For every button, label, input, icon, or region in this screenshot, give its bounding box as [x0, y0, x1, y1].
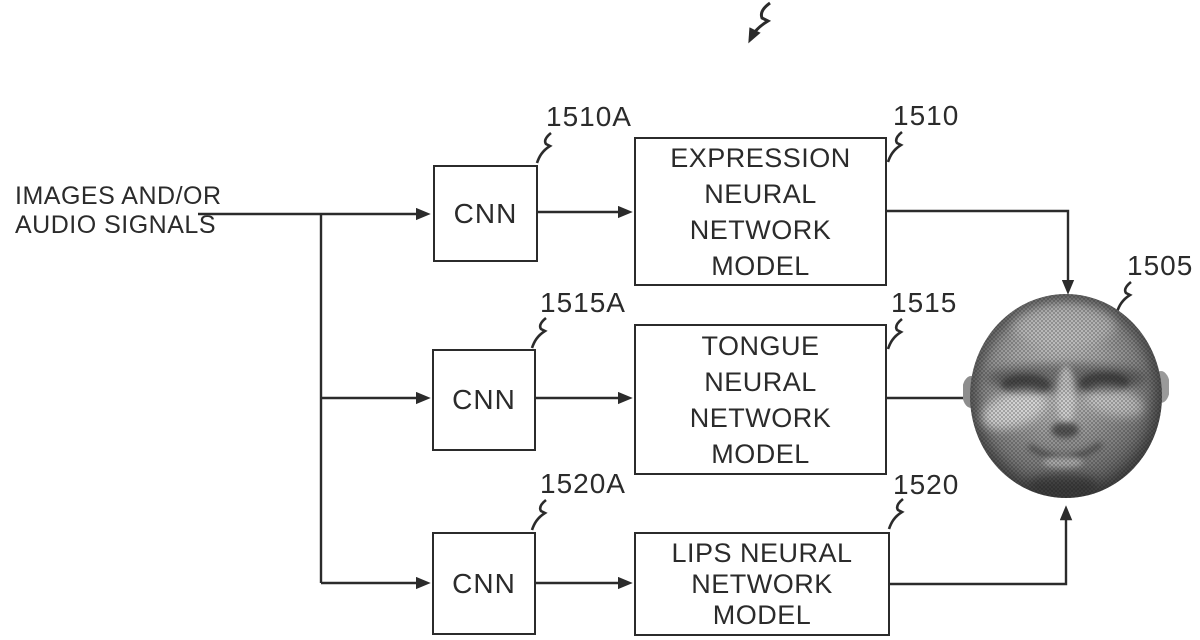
ref-label-1520: 1520 [893, 469, 960, 500]
ref-label-1505: 1505 [1127, 250, 1194, 281]
leader-bolt-1520-icon [887, 497, 905, 531]
cnn-box-label: CNN [452, 567, 516, 599]
face-head [970, 294, 1162, 498]
leader-bolt-1510a-icon [535, 131, 553, 165]
input-source-label: IMAGES AND/OR AUDIO SIGNALS [15, 182, 222, 240]
ref-label-1510: 1510 [893, 100, 960, 131]
cnn-box-label: CNN [453, 197, 518, 229]
cnn-box-expression-branch: CNN [433, 165, 538, 262]
model-box-line: LIPS NEURAL [671, 537, 853, 568]
input-source-line1: IMAGES AND/OR [15, 182, 222, 210]
model-box-line: NETWORK [689, 214, 832, 245]
model-box-line: MODEL [711, 250, 810, 281]
leader-bolt-1515a-icon [530, 316, 548, 350]
model-box-line: NETWORK [691, 568, 833, 599]
input-source-line2: AUDIO SIGNALS [15, 211, 216, 239]
lips-model-box: LIPS NEURAL NETWORK MODEL [634, 532, 890, 636]
model-box-line: MODEL [711, 438, 810, 469]
tongue-model-box: TONGUE NEURAL NETWORK MODEL [634, 324, 887, 475]
ref-label-1510a: 1510A [546, 101, 632, 132]
model-box-line: NETWORK [689, 402, 832, 433]
model-box-line: NEURAL [704, 366, 817, 397]
model-box-line: MODEL [712, 599, 812, 630]
model-box-line: NEURAL [704, 178, 817, 209]
expression-model-box: EXPRESSION NEURAL NETWORK MODEL [634, 137, 887, 286]
cnn-box-label: CNN [452, 384, 516, 415]
leader-bolt-1510-icon [886, 130, 904, 164]
leader-bolt-1520a-icon [530, 498, 548, 532]
leader-bolt-1515-icon [886, 317, 904, 351]
flow-lips-to-face [890, 505, 1073, 586]
model-box-line: TONGUE [701, 330, 820, 361]
flow-expression-to-face [887, 209, 1075, 295]
ref-label-1515a: 1515A [540, 287, 626, 318]
ref-label-1520a: 1520A [540, 468, 626, 499]
face-model-image [963, 294, 1169, 498]
cnn-box-tongue-branch: CNN [432, 349, 536, 451]
figure-pointer-bolt-icon [748, 1, 772, 44]
model-box-line: EXPRESSION [670, 142, 851, 173]
ref-label-1515: 1515 [891, 287, 958, 318]
cnn-box-lips-branch: CNN [432, 532, 536, 635]
